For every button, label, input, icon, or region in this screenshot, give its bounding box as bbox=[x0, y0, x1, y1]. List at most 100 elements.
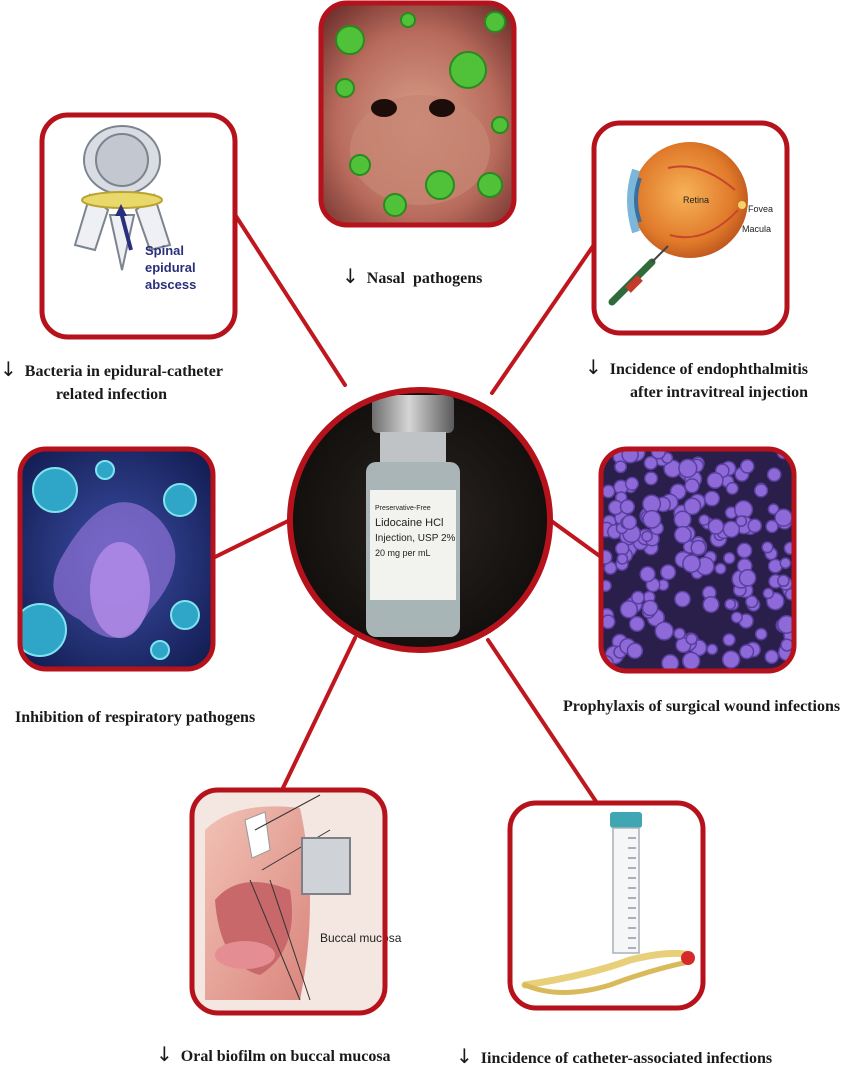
caption-oral: ↓ Oral biofilm on buccal mucosa bbox=[156, 1043, 391, 1068]
bacterium bbox=[762, 587, 775, 600]
bacterium bbox=[721, 650, 741, 669]
bacterium bbox=[678, 458, 698, 478]
panel-oral: Buccal mucosa bbox=[189, 787, 402, 1016]
caption-eye: ↓Incidence of endophthalmitis after intr… bbox=[585, 356, 808, 404]
bacterium bbox=[631, 590, 645, 605]
bacterium bbox=[619, 600, 639, 619]
bacterium bbox=[690, 539, 707, 556]
caption-wound: Prophylaxis of surgical wound infections bbox=[563, 695, 840, 718]
bacterium bbox=[754, 627, 768, 641]
caption-wound-line-1: Prophylaxis of surgical wound infections bbox=[563, 698, 841, 715]
bacterium bbox=[614, 460, 628, 474]
bacterium bbox=[706, 643, 719, 656]
panel-eye: Retina Fovea Macula bbox=[591, 120, 790, 336]
vial-text-3: Injection, USP 2% bbox=[375, 533, 456, 544]
panel-respiratory bbox=[17, 446, 216, 672]
syringe-icon bbox=[608, 245, 669, 306]
frame-oral bbox=[189, 787, 388, 1016]
connector-oral bbox=[280, 636, 357, 792]
frame-epidural bbox=[39, 112, 238, 340]
nostril-left bbox=[371, 99, 397, 117]
bacterium bbox=[626, 642, 644, 660]
virus-icon bbox=[335, 11, 509, 217]
bacterium bbox=[738, 569, 757, 587]
bacterium bbox=[601, 484, 616, 499]
bacterium bbox=[616, 553, 629, 565]
caption-catheter-line-1: Iincidence of catheter-associated infect… bbox=[480, 1050, 773, 1067]
connector-epidural bbox=[230, 208, 347, 387]
bacterium bbox=[660, 564, 677, 581]
pathogen-icon bbox=[20, 460, 200, 660]
connector-lines bbox=[211, 208, 613, 805]
bacterium bbox=[683, 497, 702, 516]
caption-epidural: ↓ Bacteria in epidural-catheter related i… bbox=[0, 358, 223, 406]
caption-eye-line-1: Incidence of endophthalmitis bbox=[609, 361, 809, 378]
bacterium bbox=[706, 471, 724, 490]
catheter-tube-icon bbox=[521, 812, 695, 995]
bacterium bbox=[739, 459, 755, 474]
bacterium bbox=[673, 525, 692, 544]
bacterium bbox=[723, 551, 736, 565]
bacterium bbox=[643, 455, 658, 471]
frame-wound bbox=[598, 446, 797, 674]
bacterium bbox=[764, 649, 779, 665]
frame-catheter bbox=[507, 800, 706, 1011]
caption-epidural-line-1: Bacteria in epidural-catheter bbox=[24, 363, 223, 380]
bacterium bbox=[639, 566, 656, 583]
bacterium bbox=[654, 621, 674, 641]
down-arrow-icon: ↓ bbox=[156, 1042, 173, 1066]
bacterium bbox=[621, 514, 638, 531]
bacterium bbox=[644, 471, 659, 486]
bacterium bbox=[753, 483, 769, 498]
bacterium bbox=[619, 499, 636, 515]
biofilm-sample-block bbox=[301, 837, 351, 895]
epidural-image-label: Spinal epidural abscess bbox=[145, 243, 199, 292]
eye-illustration bbox=[608, 142, 748, 306]
epidural-label-line-3: abscess bbox=[145, 277, 196, 292]
bacterium bbox=[684, 478, 700, 494]
bacterium bbox=[779, 557, 792, 569]
frame-respiratory bbox=[17, 446, 216, 672]
nostril-right bbox=[429, 99, 455, 117]
caption-nasal: ↓Nasal pathogens bbox=[342, 265, 482, 290]
connector-wound bbox=[548, 518, 603, 559]
down-arrow-icon: ↓ bbox=[585, 355, 602, 379]
center-lidocaine-vial: Preservative-Free Lidocaine HCl Injectio… bbox=[287, 387, 553, 653]
bacterium bbox=[650, 449, 666, 460]
bacterium bbox=[774, 508, 793, 527]
panel-catheter bbox=[507, 800, 706, 1011]
bacterium bbox=[685, 632, 698, 646]
bacterium bbox=[766, 467, 782, 482]
frame-nasal bbox=[318, 0, 517, 228]
connector-eye bbox=[490, 218, 613, 395]
panel-nasal bbox=[318, 0, 517, 228]
bacterium bbox=[725, 481, 739, 495]
down-arrow-icon: ↓ bbox=[0, 357, 17, 381]
eye-label-macula: Macula bbox=[742, 224, 771, 234]
bacterium bbox=[673, 627, 686, 640]
bacterium bbox=[765, 519, 779, 534]
bacterium bbox=[739, 644, 755, 660]
bacterium bbox=[681, 651, 701, 671]
eye-label-retina: Retina bbox=[683, 195, 709, 205]
bacterium bbox=[777, 615, 794, 634]
bacterium bbox=[707, 518, 725, 535]
caption-oral-line-1: Oral biofilm on buccal mucosa bbox=[180, 1048, 391, 1065]
bacterium bbox=[735, 515, 748, 527]
bacterium bbox=[661, 654, 680, 671]
bacterium bbox=[714, 562, 727, 575]
panel-epidural: Spinal epidural abscess bbox=[39, 112, 238, 340]
panel-wound bbox=[598, 446, 797, 674]
bacterium bbox=[698, 514, 711, 526]
bacterium bbox=[780, 638, 794, 652]
caption-catheter: ↓Iincidence of catheter-associated infec… bbox=[456, 1045, 772, 1070]
vertebra-illustration bbox=[73, 125, 172, 271]
frame-center bbox=[287, 387, 553, 653]
epidural-label-line-2: epidural bbox=[145, 260, 196, 275]
vial-label bbox=[370, 490, 456, 600]
caption-epidural-line-2: related infection bbox=[55, 386, 168, 403]
bacterium bbox=[624, 476, 640, 491]
caption-respiratory: Inhibition of respiratory pathogens bbox=[15, 706, 255, 729]
bacterium bbox=[642, 509, 662, 529]
